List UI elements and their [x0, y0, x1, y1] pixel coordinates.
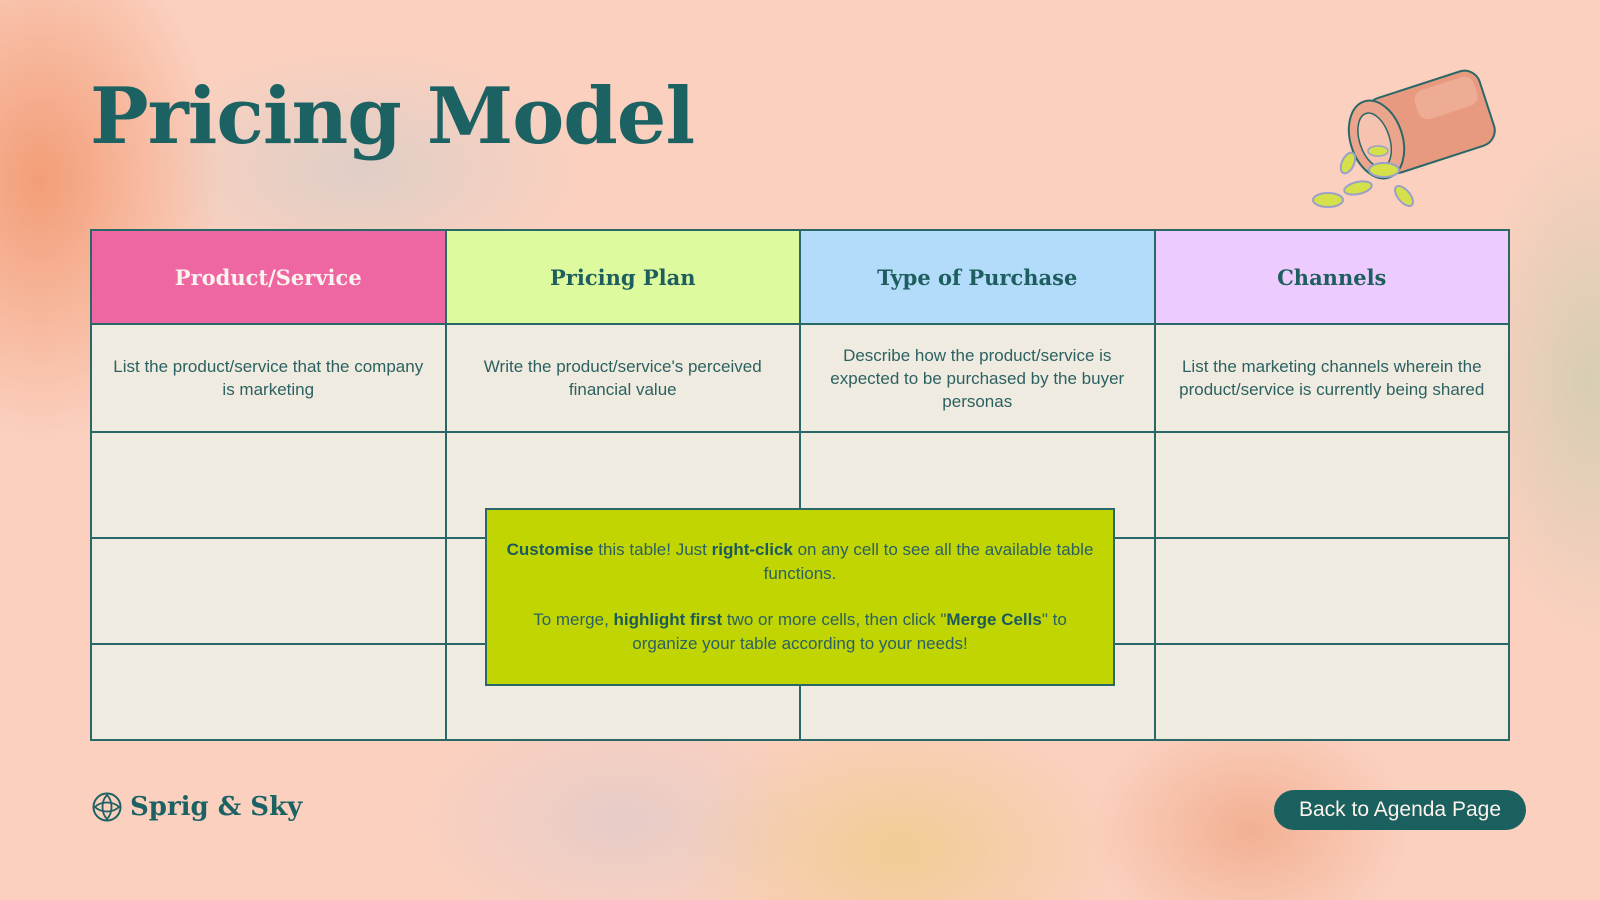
- page-title: Pricing Model: [90, 71, 695, 162]
- table-cell[interactable]: [92, 539, 445, 643]
- table-cell[interactable]: [1155, 433, 1508, 537]
- callout-text: " to organize your table according to yo…: [632, 610, 1067, 653]
- desc-pricing-plan[interactable]: Write the product/service's perceived fi…: [446, 325, 799, 431]
- brand-logo: Sprig & Sky: [92, 792, 302, 822]
- table-cell[interactable]: [92, 645, 445, 739]
- callout-paragraph-2: To merge, highlight first two or more ce…: [503, 608, 1097, 656]
- instruction-callout: Customise this table! Just right-click o…: [485, 508, 1115, 686]
- callout-text: To merge,: [533, 610, 614, 629]
- header-product-service[interactable]: Product/Service: [92, 231, 445, 323]
- table-cell[interactable]: [1155, 645, 1508, 739]
- callout-bold-text: Merge Cells: [946, 610, 1042, 629]
- desc-channels[interactable]: List the marketing channels wherein the …: [1155, 325, 1508, 431]
- callout-paragraph-1: Customise this table! Just right-click o…: [503, 538, 1097, 586]
- callout-text: this table! Just: [593, 540, 712, 559]
- back-to-agenda-button[interactable]: Back to Agenda Page: [1274, 790, 1526, 830]
- table-cell[interactable]: [92, 433, 445, 537]
- callout-bold-text: highlight first: [613, 610, 723, 629]
- header-channels[interactable]: Channels: [1155, 231, 1508, 323]
- desc-type-of-purchase[interactable]: Describe how the product/service is expe…: [801, 325, 1154, 431]
- callout-bold-text: Customise: [506, 540, 594, 559]
- header-pricing-plan[interactable]: Pricing Plan: [446, 231, 799, 323]
- brand-name: Sprig & Sky: [130, 792, 303, 822]
- flower-logo-icon: [92, 792, 122, 822]
- callout-text: on any cell to see all the available tab…: [763, 540, 1094, 583]
- desc-product-service[interactable]: List the product/service that the compan…: [92, 325, 445, 431]
- table-cell[interactable]: [1155, 539, 1508, 643]
- callout-text: two or more cells, then click ": [722, 610, 947, 629]
- pill-bottle-icon: [1312, 69, 1496, 208]
- header-type-of-purchase[interactable]: Type of Purchase: [801, 231, 1154, 323]
- callout-bold-text: right-click: [711, 540, 793, 559]
